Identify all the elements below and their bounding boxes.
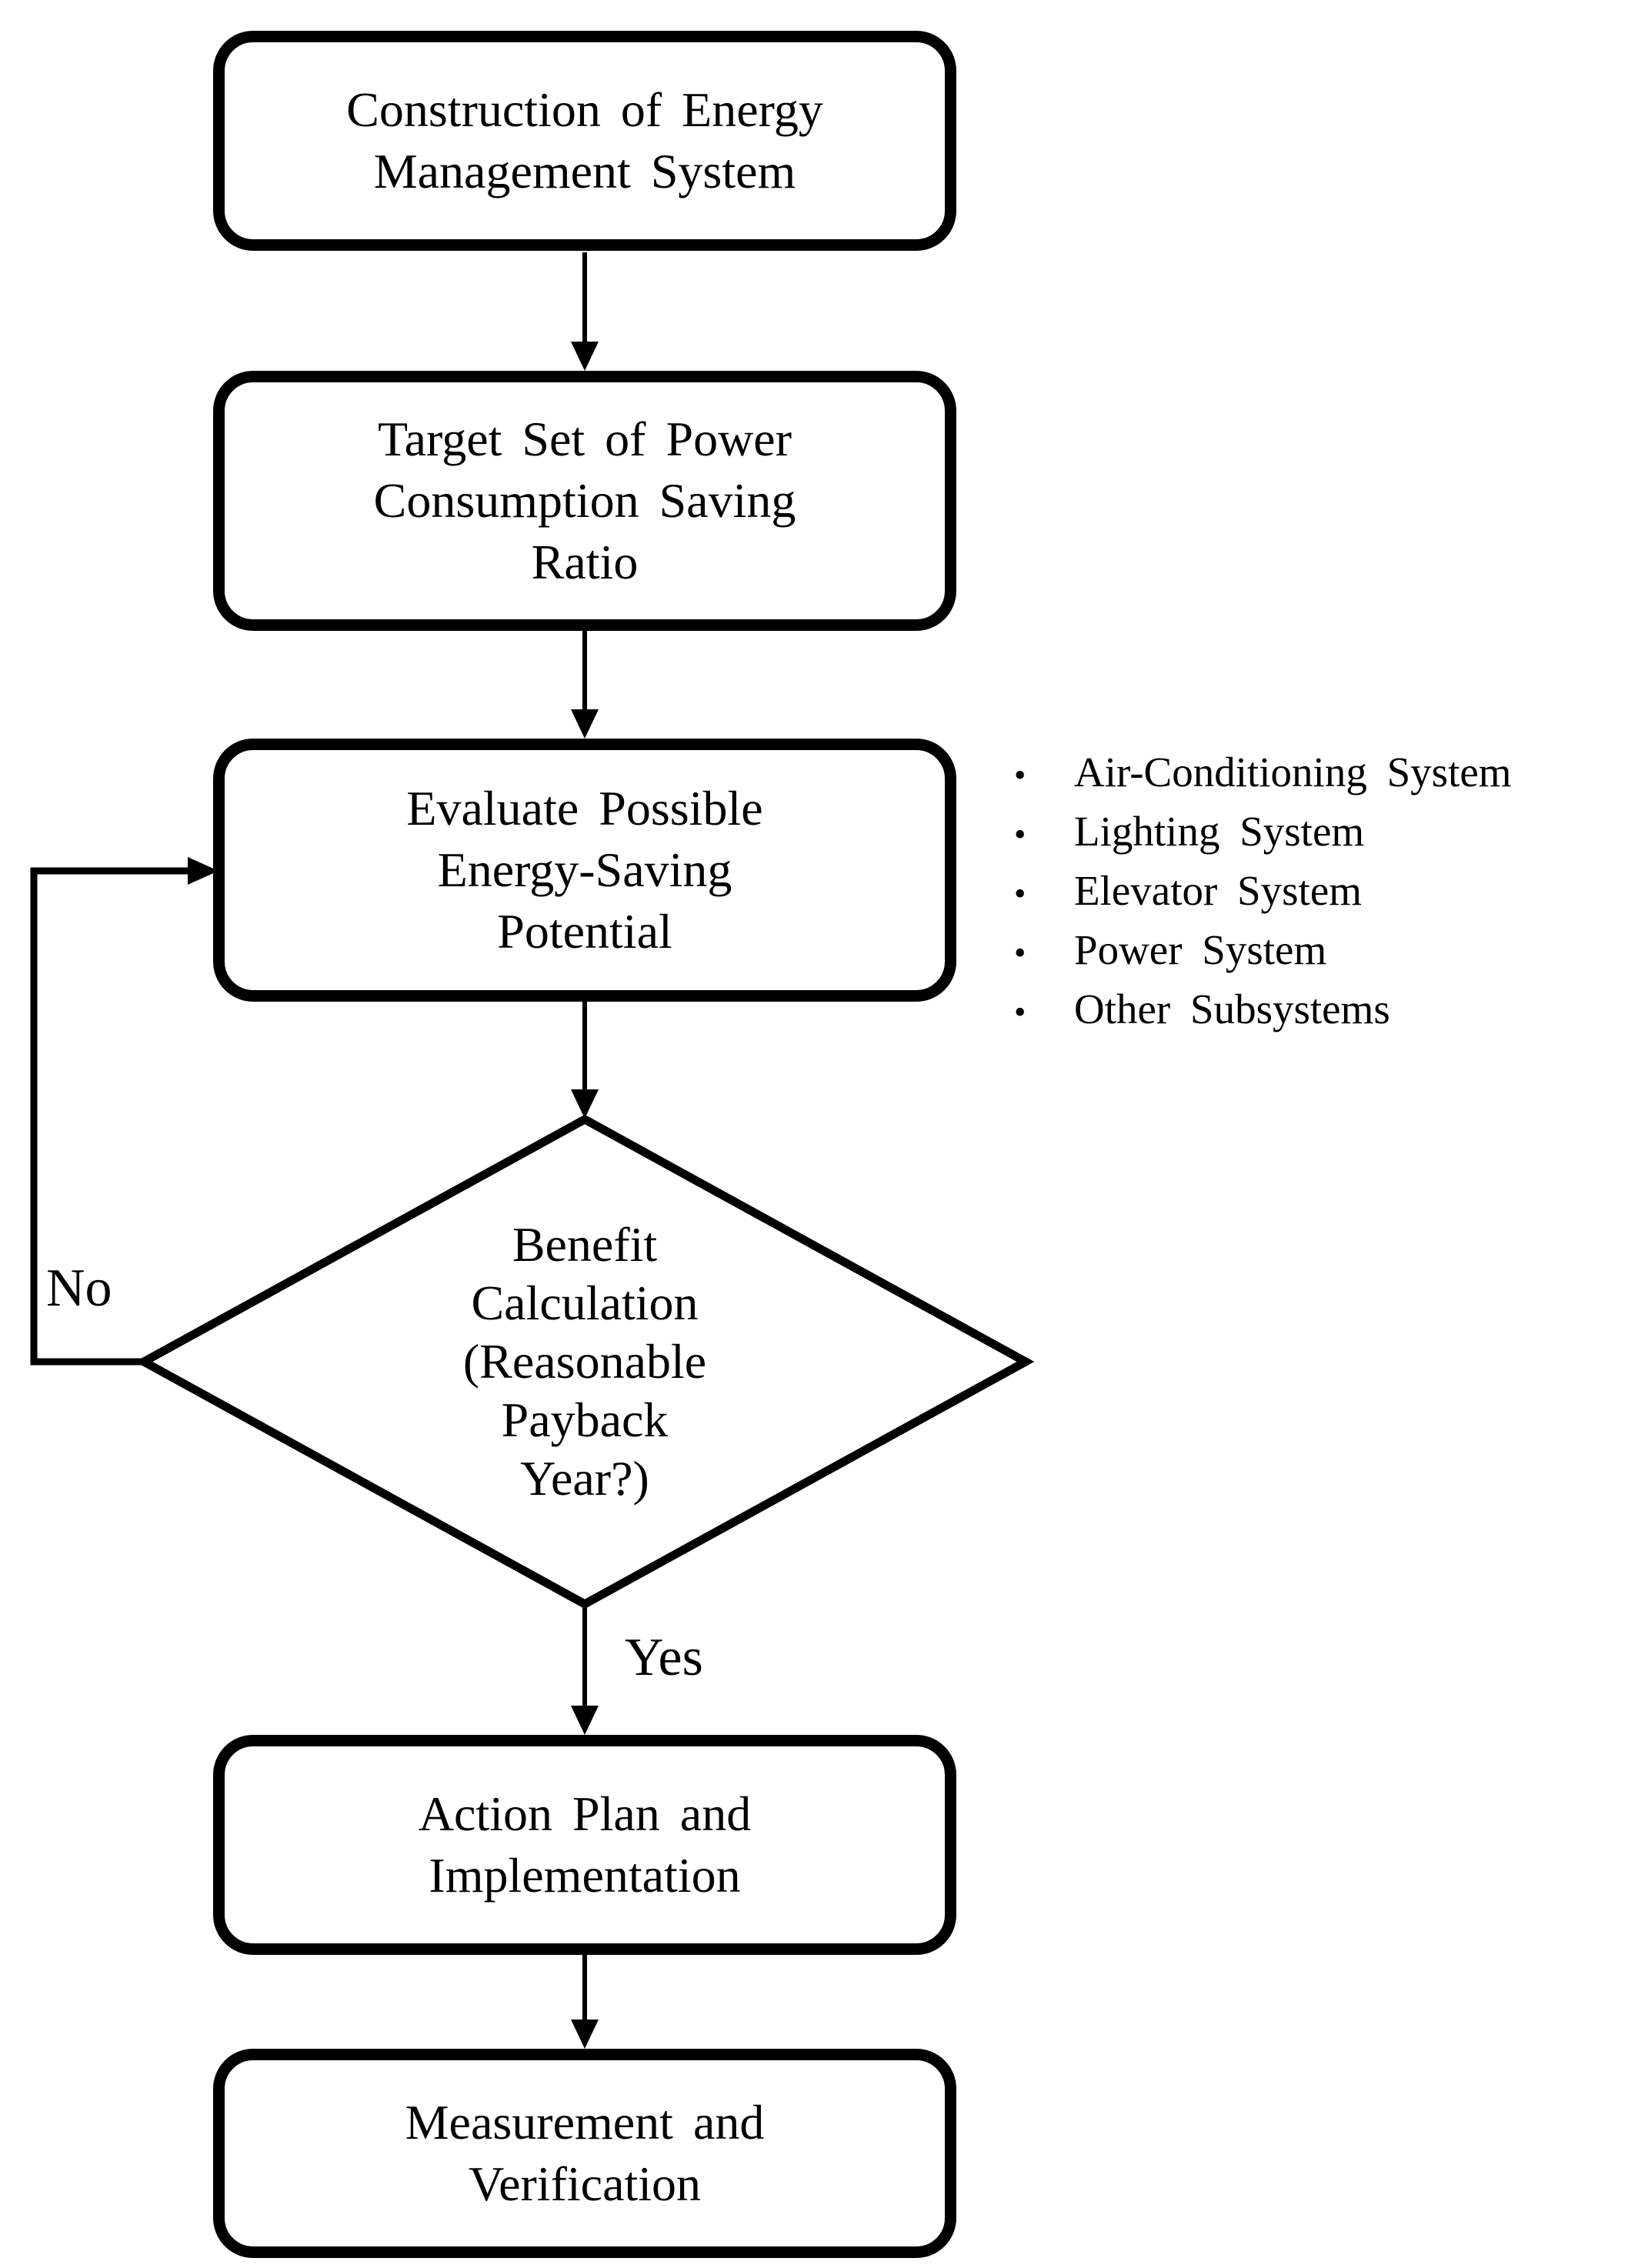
flow-node-construction: Construction of Energy Management System (213, 31, 956, 251)
flow-node-evaluate: Evaluate Possible Energy-Saving Potentia… (213, 739, 956, 1002)
arrowhead-1-icon (571, 342, 599, 371)
no-loop-arrowhead-icon (188, 857, 219, 885)
node-text-line: Ratio (531, 535, 639, 589)
no-loop-line (30, 867, 191, 1366)
flow-node-target: Target Set of Power Consumption Saving R… (213, 371, 956, 631)
list-item-label: Elevator System (1074, 867, 1363, 914)
list-item-label: Lighting System (1074, 808, 1365, 855)
flow-node-measurement: Measurement and Verification (213, 2049, 956, 2258)
bullet-icon: • (1014, 875, 1026, 912)
node-text-line: Verification (468, 2156, 702, 2211)
list-item: • Elevator System (1014, 866, 1622, 926)
arrowhead-2-icon (571, 709, 599, 739)
node-text-line: Measurement and (405, 2095, 765, 2150)
node-text-line: Construction of Energy (346, 82, 823, 137)
list-item-label: Other Subsystems (1074, 986, 1390, 1032)
node-text-line: Management System (373, 144, 796, 198)
bullet-icon: • (1014, 756, 1026, 794)
list-item: • Lighting System (1014, 807, 1622, 866)
flow-node-action: Action Plan and Implementation (213, 1735, 956, 1955)
list-item-label: Air-Conditioning System (1074, 749, 1512, 795)
arrowhead-4-icon (571, 1706, 599, 1735)
node-text-line: Energy-Saving (437, 842, 732, 897)
node-text-line: Consumption Saving (373, 473, 796, 528)
node-text-line: Action Plan and (418, 1786, 752, 1841)
list-item-label: Power System (1074, 926, 1327, 973)
arrowhead-5-icon (571, 2020, 599, 2049)
bullet-icon: • (1014, 993, 1026, 1031)
node-text-line: Target Set of Power (378, 412, 792, 466)
node-text-line: Implementation (429, 1848, 741, 1903)
yes-branch-label: Yes (625, 1628, 703, 1687)
no-branch-label: No (46, 1259, 112, 1318)
node-text-line: Evaluate Possible (406, 781, 763, 835)
arrowhead-3-icon (571, 1089, 599, 1119)
decision-diamond (135, 1114, 1035, 1609)
subsystem-list: • Air-Conditioning System • Lighting Sys… (1014, 748, 1622, 1044)
list-item: • Power System (1014, 926, 1622, 985)
bullet-icon: • (1014, 934, 1026, 972)
bullet-icon: • (1014, 815, 1026, 853)
list-item: • Air-Conditioning System (1014, 748, 1622, 807)
node-text-line: Potential (497, 904, 672, 959)
list-item: • Other Subsystems (1014, 985, 1622, 1044)
